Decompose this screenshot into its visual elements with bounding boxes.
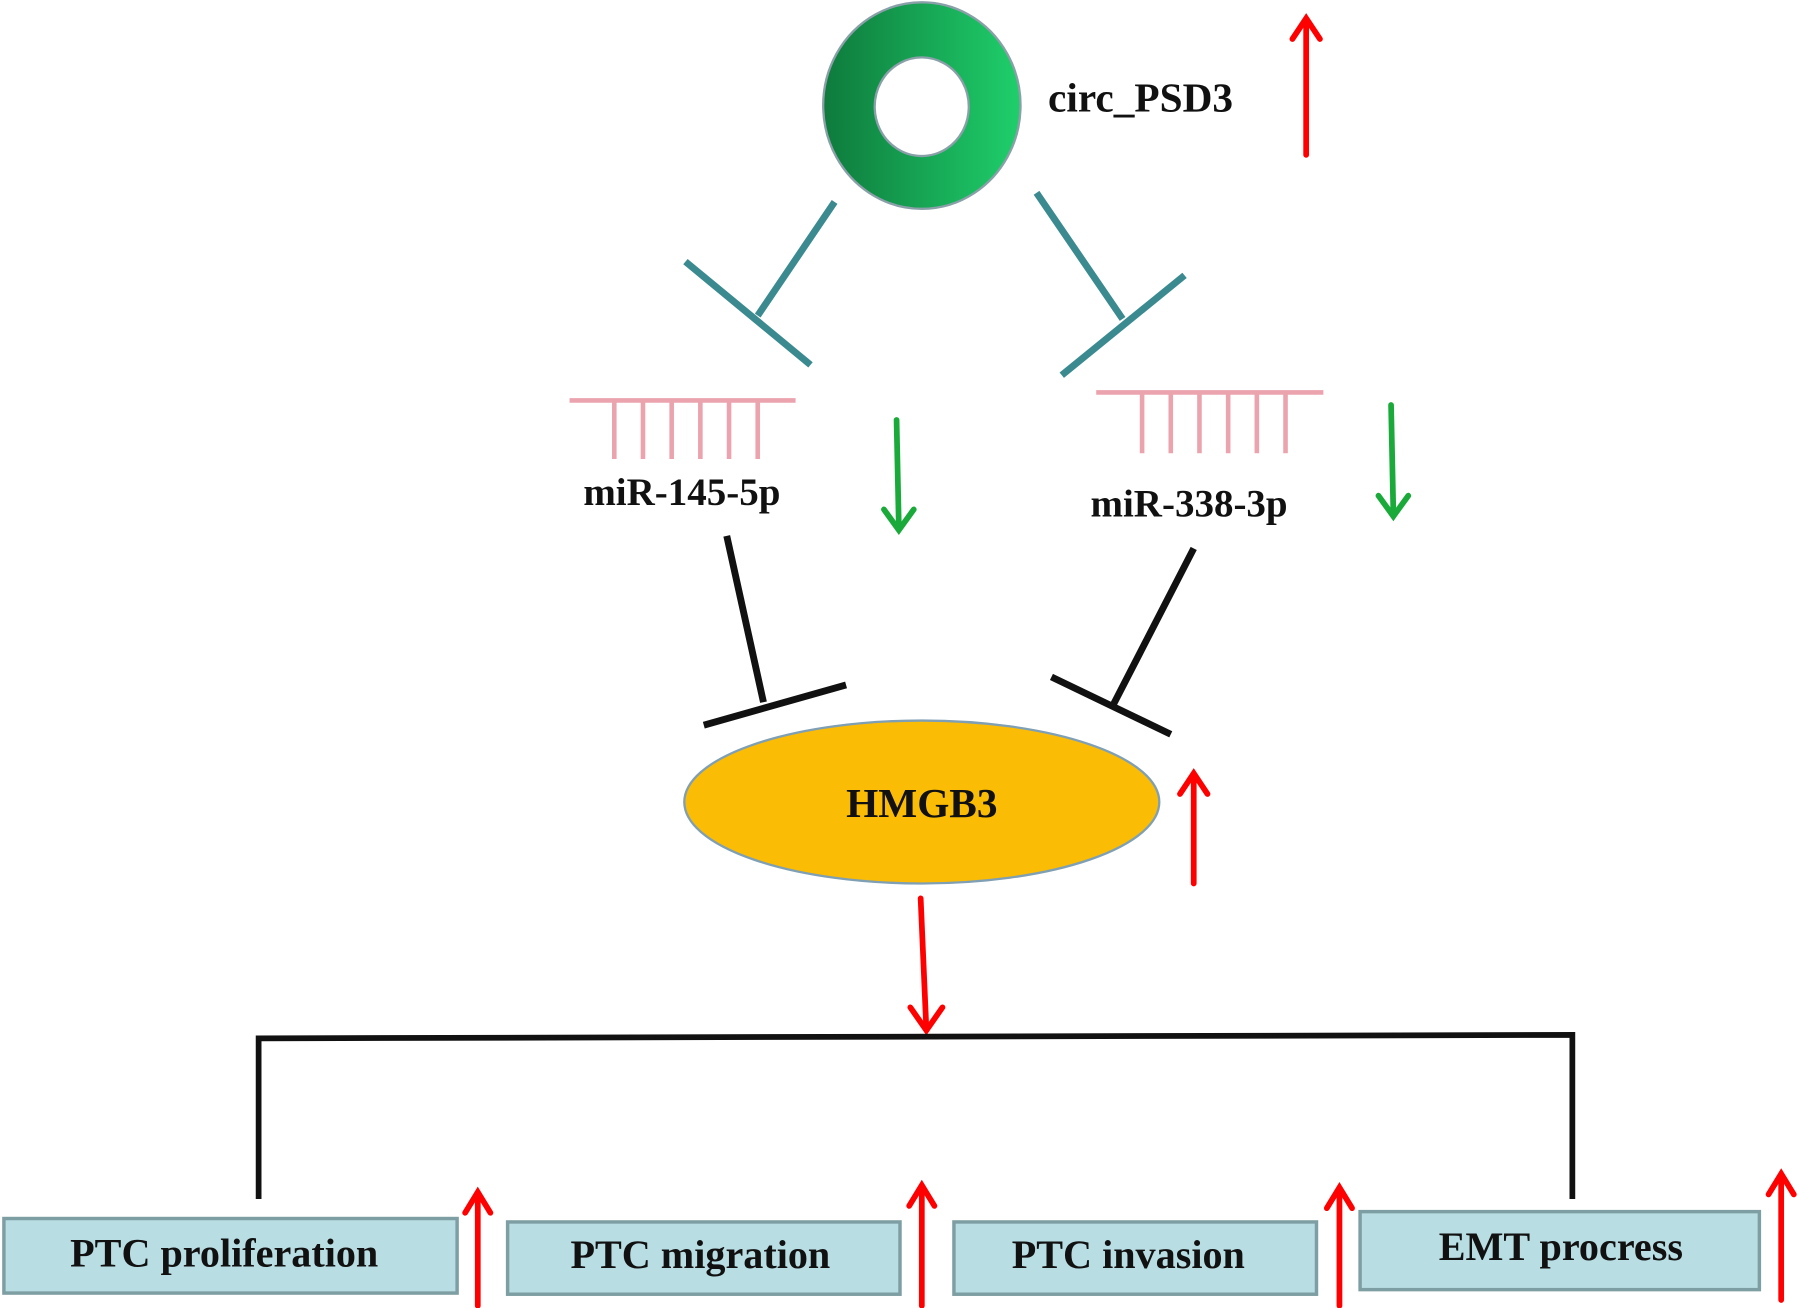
mirna-338-icon: [1096, 390, 1324, 454]
inhibit-circ-to-mir145-icon: [683, 200, 838, 368]
outcome-label: PTC invasion: [1012, 1232, 1245, 1277]
inhibit-circ-to-mir338-icon: [1033, 190, 1187, 378]
mir-145-5p-label: miR-145-5p: [583, 471, 780, 514]
outcome-label: EMT procress: [1439, 1224, 1683, 1269]
outcome-label: PTC proliferation: [70, 1231, 378, 1276]
outcome-bracket: [255, 1032, 1576, 1199]
hmgb3-up-arrow-icon: [1177, 768, 1211, 887]
inhibit-mir145-to-hmgb3-icon: [702, 535, 848, 729]
outcome-proliferation: PTC proliferation: [2, 1216, 459, 1295]
outcome-label: PTC migration: [570, 1232, 830, 1277]
hmgb3-down-arrow-icon: [907, 895, 946, 1036]
mirna-145-icon: [569, 398, 796, 459]
outcome-emt: EMT procress: [1358, 1209, 1762, 1292]
emt-up-arrow-icon: [1765, 1168, 1797, 1303]
invasion-up-arrow-icon: [1323, 1182, 1355, 1308]
mir-338-3p-label: miR-338-3p: [1090, 482, 1287, 525]
mir338-down-arrow-icon: [1375, 402, 1412, 522]
circ-up-arrow-icon: [1289, 13, 1323, 158]
circ-psd3-ring-icon: [822, 1, 1022, 210]
migration-up-arrow-icon: [906, 1179, 938, 1308]
circ-psd3-label: circ_PSD3: [1048, 74, 1233, 120]
inhibit-mir338-to-hmgb3-icon: [1049, 546, 1197, 738]
hmgb3-node: [683, 719, 1161, 885]
outcome-migration: PTC migration: [505, 1220, 902, 1296]
hmgb3-label: HMGB3: [846, 780, 997, 826]
proliferation-up-arrow-icon: [462, 1186, 494, 1308]
mir145-down-arrow-icon: [881, 417, 917, 535]
outcome-invasion: PTC invasion: [952, 1220, 1319, 1296]
